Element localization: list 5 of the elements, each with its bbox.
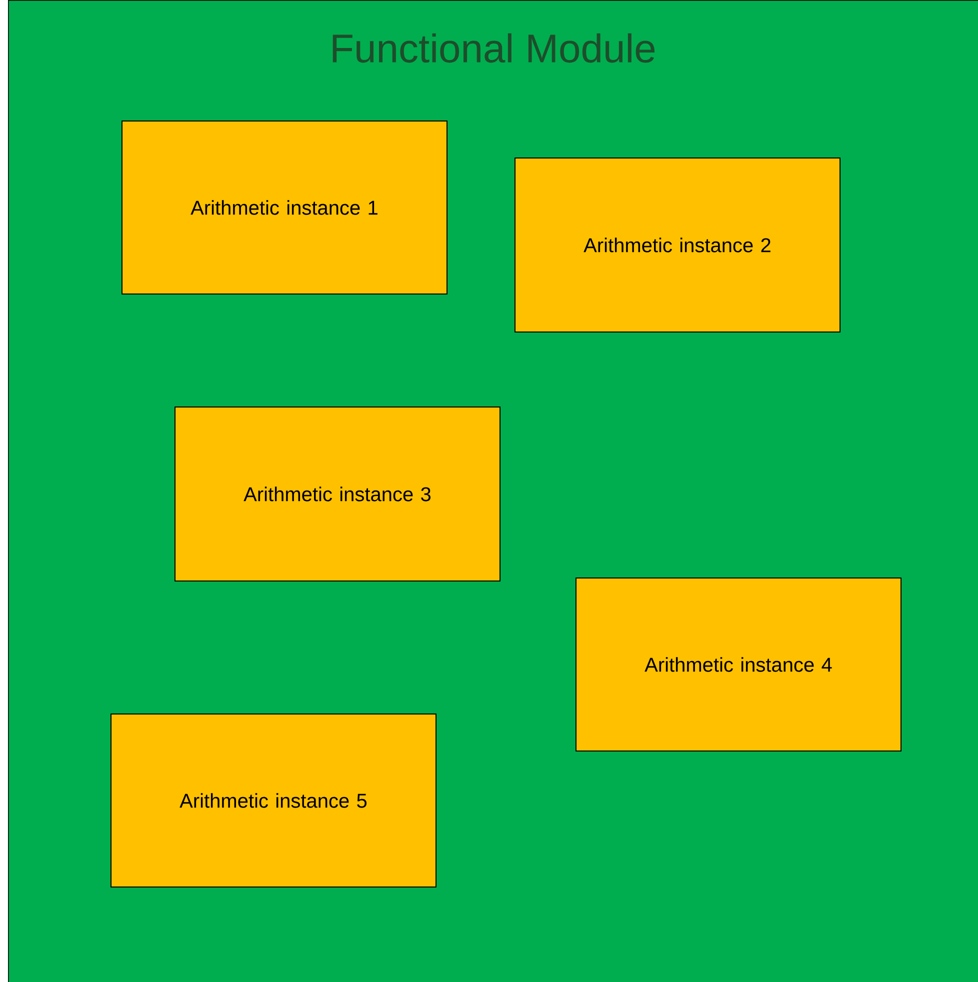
instance-box: Arithmetic instance 4 [576,578,902,752]
instance-box: Arithmetic instance 3 [174,406,500,582]
instance-box: Arithmetic instance 5 [110,714,436,888]
instance-box: Arithmetic instance 1 [122,120,448,294]
instance-box: Arithmetic instance 2 [514,158,840,332]
